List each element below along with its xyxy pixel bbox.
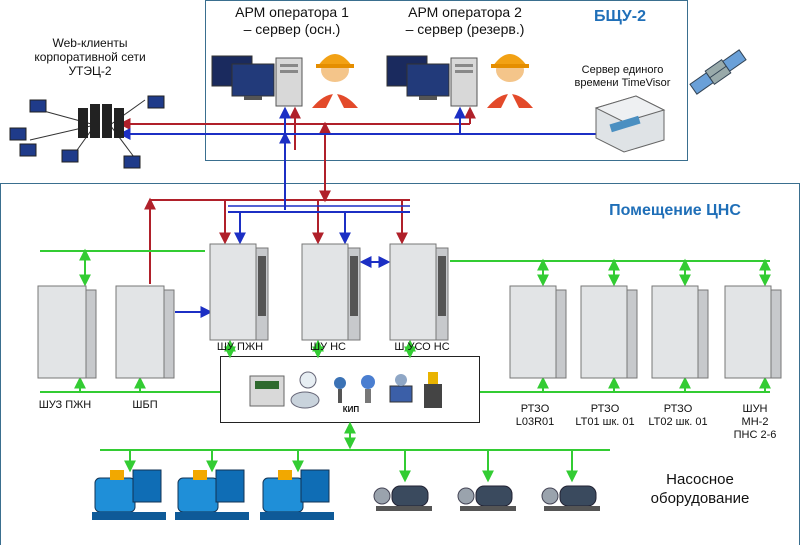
cabinet-icon (509, 285, 567, 379)
pump-icon (92, 469, 166, 520)
server-rack-icon (275, 57, 303, 107)
instrument-icon (424, 372, 442, 408)
operator-icon (312, 54, 358, 108)
server-rack-icon (78, 104, 124, 138)
label-shuz: ШУЗ ПЖН (38, 399, 92, 411)
operator-icon (487, 54, 533, 108)
label-shu-pzhn: ШУ ПЖН (216, 341, 264, 353)
cabinet-icon (724, 285, 782, 379)
pump-icon (541, 485, 600, 511)
pump-icon (457, 485, 516, 511)
monitor-icon (211, 55, 275, 100)
bshu-frame (205, 0, 688, 161)
arm2-label: АРМ оператора 2– сервер (резерв.) (405, 4, 525, 37)
pump-icon (175, 469, 249, 520)
pump-icon (260, 469, 334, 520)
server-rack-icon (450, 57, 478, 107)
cabinet-icon (301, 243, 361, 341)
instrument-icon (290, 371, 320, 409)
kip-label: КИП (342, 405, 360, 414)
instrument-icon (249, 375, 285, 407)
instrument-icon (361, 375, 375, 403)
cabinet-icon (37, 285, 97, 379)
cabinet-icon (651, 285, 709, 379)
cabinet-icon (115, 285, 175, 379)
label-sh-uso-ns: Ш УСО НС (394, 341, 450, 353)
label-shbp: ШБП (132, 399, 158, 411)
green-network (40, 248, 771, 483)
arm1-label: АРМ оператора 1– сервер (осн.) (235, 4, 349, 37)
cns-title: Помещение ЦНС (609, 202, 741, 219)
pump-icon (373, 485, 432, 511)
instrument-icon (389, 374, 413, 403)
bshu-title: БЩУ-2 (594, 8, 646, 25)
label-shu-ns: ШУ НС (309, 341, 346, 353)
cabinet-icon (209, 243, 269, 341)
monitor-icon (386, 55, 450, 100)
monitor-icon (9, 95, 165, 169)
instrument-icon (334, 377, 346, 403)
cabinet-icon (389, 243, 449, 341)
cabinet-icon (580, 285, 638, 379)
